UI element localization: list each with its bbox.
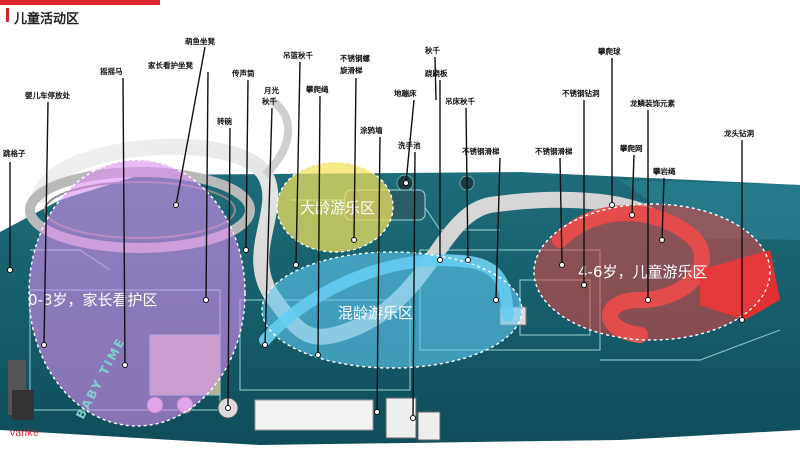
callout-leaders <box>7 46 745 421</box>
callout-rock-rope: 攀岩绳 <box>652 166 676 176</box>
callout-swing: 秋千 <box>424 45 440 55</box>
callout-parent-seats: 家长看护坐凳 <box>148 60 193 70</box>
callout-moon-swing-line2: 秋千 <box>261 96 277 106</box>
callout-spiral-slide-line1: 不锈钢螺 <box>340 53 370 63</box>
callout-trampoline: 地蹦床 <box>394 88 417 98</box>
callout-seesaw: 跷跷板 <box>425 68 448 78</box>
callout-climb-rope-1: 攀爬绳 <box>305 84 329 94</box>
header-accent-bar <box>0 0 160 5</box>
wash-basin-2 <box>417 411 441 441</box>
callout-voice-tube: 传声筒 <box>231 68 255 78</box>
callout-rocking-horse: 摇摇马 <box>100 66 123 76</box>
zone-0-3-ellipse <box>28 159 246 427</box>
header: 儿童活动区 <box>6 8 79 27</box>
zone-older-ellipse <box>276 161 394 253</box>
callout-moon-swing: 月光 <box>263 85 279 95</box>
callout-labels: 跳格子 婴儿车停放处 摇摇马 家长看护坐凳 萌鱼坐凳 传声筒 转碗 月光 秋千 … <box>3 36 754 176</box>
zone-mixed-ellipse <box>261 251 523 369</box>
zone-0-3-label: 0-3岁，家长看护区 <box>28 291 158 309</box>
graffiti-wall-panel <box>254 399 374 431</box>
callout-dragon-scale: 龙鳞装饰元素 <box>630 98 675 108</box>
callout-slide-1: 不锈钢滑梯 <box>462 146 500 156</box>
callout-hand-wash: 洗手池 <box>398 140 421 150</box>
callout-climb-net: 攀爬网 <box>619 143 643 153</box>
zone-4-6-ellipse <box>533 203 771 341</box>
zone-4-6-label: 4-6岁，儿童游乐区 <box>578 263 708 281</box>
callout-hammock-swing: 吊床秋千 <box>445 96 475 106</box>
callout-stroller-park: 婴儿车停放处 <box>25 90 70 100</box>
callout-hopscotch: 跳格子 <box>3 148 26 158</box>
callout-climb-ball: 攀爬球 <box>597 46 621 56</box>
callout-slide-2: 不锈钢滑梯 <box>535 146 573 156</box>
callout-dragon-drill: 龙头钻洞 <box>724 128 754 138</box>
callout-spiral-slide-line2: 旋滑梯 <box>339 65 363 75</box>
page-title: 儿童活动区 <box>14 12 80 27</box>
callout-turn-bowl: 转碗 <box>217 116 232 126</box>
callout-basket-swing: 吊篮秋千 <box>283 50 313 60</box>
zone-older-label: 大龄游乐区 <box>300 199 375 217</box>
callout-cute-fish-stool: 萌鱼坐凳 <box>185 36 215 46</box>
brand-logo: vanke <box>10 428 40 439</box>
callout-graffiti-wall: 涂鸦墙 <box>360 125 383 135</box>
platform-side-right <box>620 180 800 240</box>
callout-drill-tube: 不锈钢钻洞 <box>562 88 600 98</box>
zone-mixed-label: 混龄游乐区 <box>338 304 413 322</box>
